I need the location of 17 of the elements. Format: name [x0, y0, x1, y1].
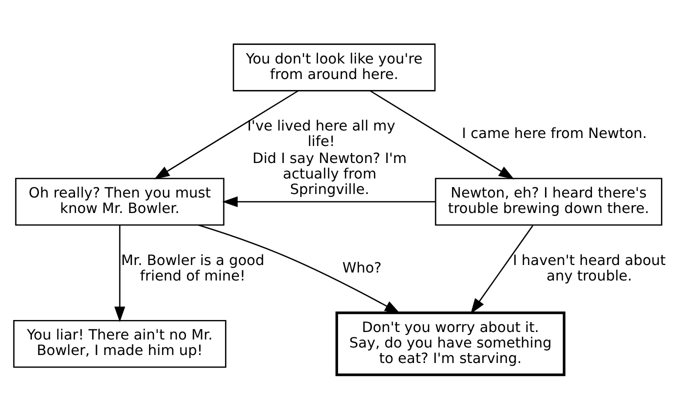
arrow [470, 225, 534, 314]
edge-label: Mr. Bowler is a good friend of mine! [121, 252, 264, 284]
arrow [370, 90, 514, 180]
edge-label: I've lived here all my life! [247, 118, 396, 150]
arrow [114, 225, 126, 322]
node-box: You don't look like you're from around here. [232, 44, 436, 92]
node-box: Don't you worry about it. Say, do you have something to eat? I'm starving. [335, 312, 566, 376]
node-box: Oh really? Then you must know Mr. Bowler. [15, 178, 224, 226]
edge-label: I haven't heard about any trouble. [512, 252, 666, 284]
node-box: You liar! There ain't no Mr. Bowler, I made him up! [13, 320, 226, 368]
edge-label: I came here from Newton. [462, 126, 647, 142]
arrow [198, 224, 400, 314]
node-box: Newton, eh? I heard there's trouble brewing down there. [434, 178, 662, 226]
arrow [222, 196, 436, 208]
edge-label: Who? [342, 260, 382, 277]
edge-label: Did I say Newton? I'm actually from Springville. [252, 150, 407, 198]
arrow [154, 90, 299, 180]
